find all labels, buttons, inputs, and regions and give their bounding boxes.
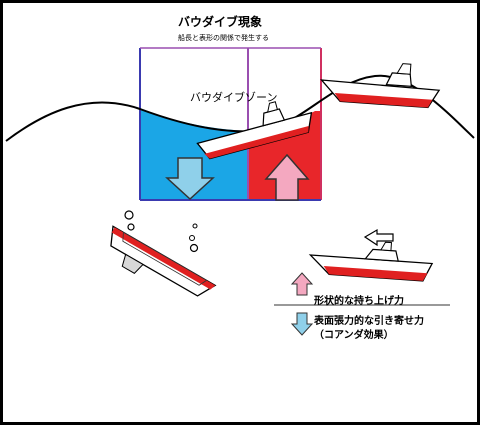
lift-force-label: 形状的な持ち上げ力 [314,296,404,307]
down-arrow-icon [165,157,215,201]
diagram-canvas [5,47,475,336]
diagram-title: バウダイブ現象 [178,15,263,29]
bubble [189,243,199,253]
ship-on-crest [320,63,441,109]
sinking-ship [110,225,217,297]
motion-arrow-icon [363,228,394,247]
diagram-subtitle: 船長と表形の関係で発生する [178,34,269,42]
bubble [189,235,195,241]
coanda-effect-label: （コアンダ効果） [314,330,394,341]
tension-force-label: 表面張力的な引き寄せ力 [314,316,424,327]
small-down-arrow-icon [290,312,314,336]
ship-in-zone [196,101,313,160]
bubble [127,223,135,231]
small-up-arrow-icon [290,272,314,296]
blue-water-region [140,108,248,200]
bubble [192,223,198,229]
zone-label: バウダイブゾーン [190,91,278,104]
up-arrow-icon [264,153,310,201]
legend-ship [308,241,434,282]
bubble [124,210,134,220]
